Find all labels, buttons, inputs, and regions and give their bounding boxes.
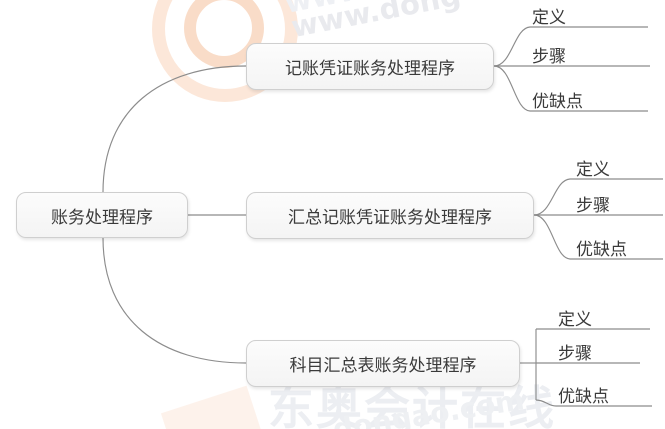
leaf-branch-3-pros-cons[interactable]: 优缺点 (558, 389, 609, 406)
connector-root-to-branch-3 (102, 237, 247, 364)
node-branch-3-label: 科目汇总表账务处理程序 (289, 356, 477, 376)
node-branch-1[interactable]: 记账凭证账务处理程序 (246, 43, 494, 90)
leaf-branch-1-pros-cons[interactable]: 优缺点 (532, 94, 583, 111)
leaf-branch-1-steps[interactable]: 步骤 (532, 49, 566, 66)
connector-branch-2-leaf-3 (533, 214, 663, 260)
node-root[interactable]: 账务处理程序 (16, 192, 188, 238)
connector-root-to-branch-1 (102, 65, 247, 193)
leaf-branch-2-steps[interactable]: 步骤 (576, 198, 610, 215)
connector-branch-2-leaf-1 (533, 178, 663, 216)
leaf-branch-1-definition[interactable]: 定义 (532, 10, 566, 27)
leaf-branch-1-pros-cons-label: 优缺点 (532, 92, 583, 112)
leaf-branch-1-definition-label: 定义 (532, 8, 566, 28)
connector-branch-3-leaf-3 (535, 399, 652, 407)
node-root-label: 账务处理程序 (51, 207, 153, 228)
node-branch-2-label: 汇总记账凭证账务处理程序 (288, 208, 492, 228)
leaf-branch-2-steps-label: 步骤 (576, 196, 610, 216)
leaf-branch-2-definition-label: 定义 (576, 160, 610, 180)
leaf-branch-3-steps[interactable]: 步骤 (558, 346, 592, 363)
leaf-branch-3-steps-label: 步骤 (558, 344, 592, 364)
leaf-branch-3-pros-cons-label: 优缺点 (558, 387, 609, 407)
leaf-branch-2-pros-cons[interactable]: 优缺点 (576, 242, 627, 259)
leaf-branch-3-definition[interactable]: 定义 (558, 312, 592, 329)
node-branch-1-label: 记账凭证账务处理程序 (285, 59, 455, 79)
connector-branch-1-leaf-3 (493, 65, 648, 112)
leaf-branch-2-pros-cons-label: 优缺点 (576, 240, 627, 260)
node-branch-3[interactable]: 科目汇总表账务处理程序 (246, 340, 520, 387)
leaf-branch-1-steps-label: 步骤 (532, 47, 566, 67)
leaf-branch-2-definition[interactable]: 定义 (576, 162, 610, 179)
node-branch-2[interactable]: 汇总记账凭证账务处理程序 (246, 192, 534, 239)
connector-branch-1-leaf-1 (493, 26, 648, 67)
leaf-branch-3-definition-label: 定义 (558, 310, 592, 330)
